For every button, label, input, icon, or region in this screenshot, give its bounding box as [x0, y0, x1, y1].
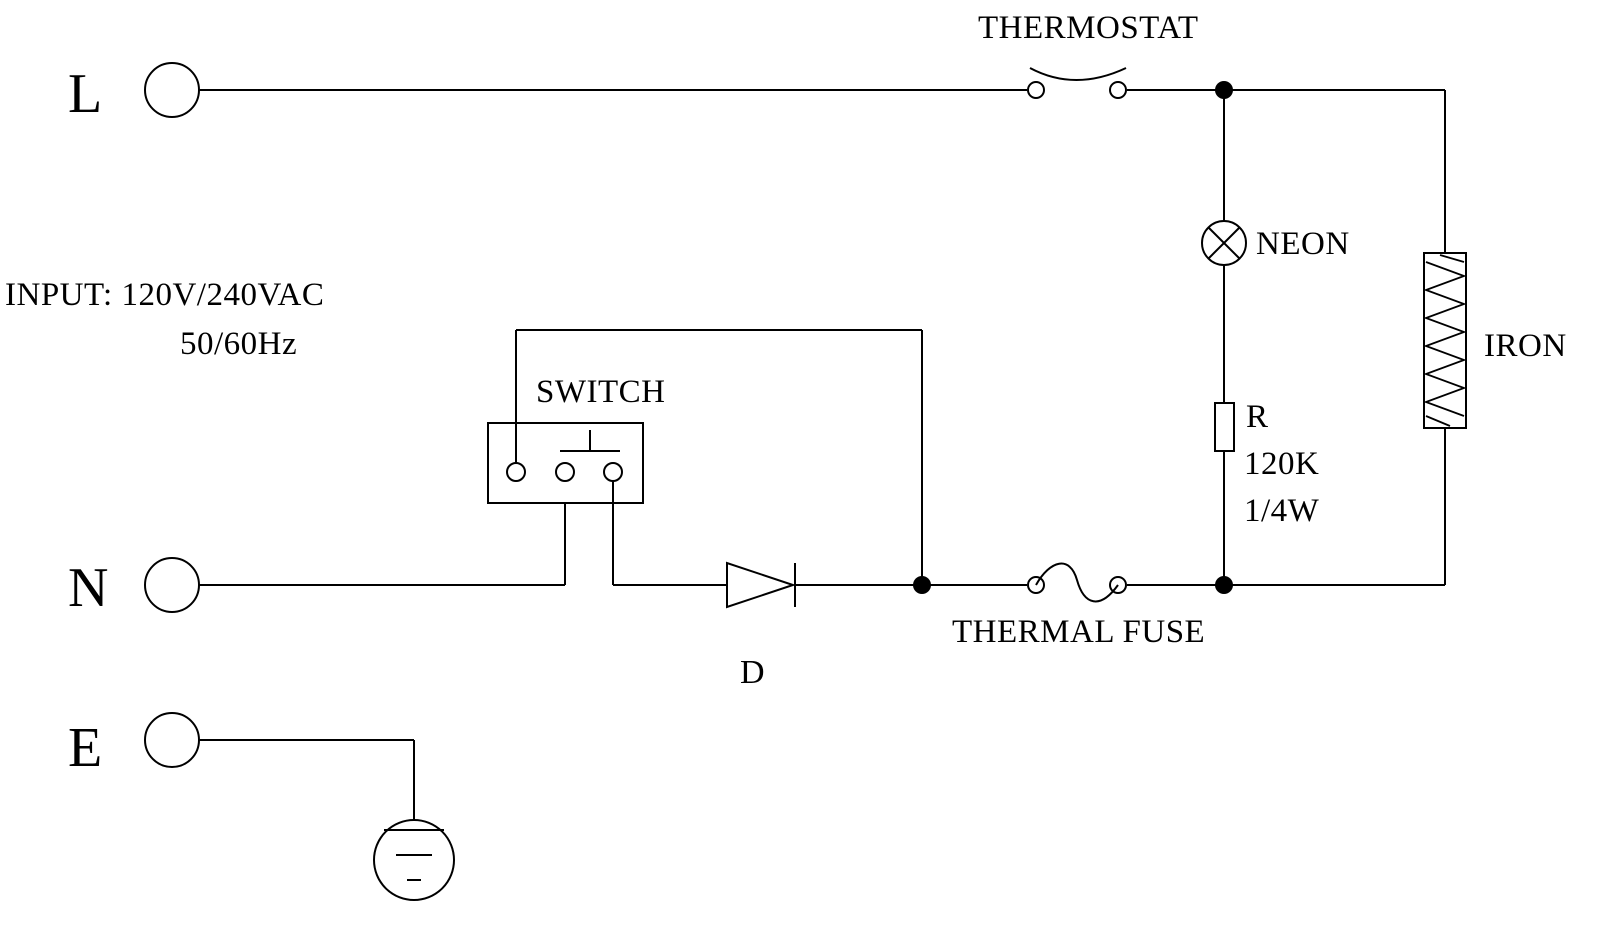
earth-wire: [199, 740, 414, 820]
iron-label: IRON: [1484, 328, 1567, 364]
terminal-label-n: N: [68, 557, 108, 619]
neon-lamp-symbol: [1202, 221, 1246, 265]
switch-diode-wire: [613, 481, 922, 585]
resistor-value-label: 120K: [1244, 446, 1319, 482]
thermostat-label: THERMOSTAT: [978, 10, 1199, 46]
thermostat-symbol: [1028, 68, 1126, 98]
switch-label: SWITCH: [536, 374, 666, 410]
diode-label: D: [740, 654, 765, 691]
resistor-name-label: R: [1246, 399, 1269, 435]
terminal-label-e: E: [68, 717, 102, 779]
input-voltage-label: INPUT: 120V/240VAC: [5, 277, 324, 313]
diode-symbol: [727, 563, 795, 607]
thermal-fuse-symbol: [1028, 564, 1126, 602]
terminal-label-l: L: [68, 63, 102, 125]
ground-icon: [374, 820, 454, 900]
resistor-power-label: 1/4W: [1244, 493, 1320, 529]
terminal-n: [145, 558, 199, 612]
terminal-e: [145, 713, 199, 767]
iron-heating-element: [1424, 253, 1466, 428]
terminal-l: [145, 63, 199, 117]
input-frequency-label: 50/60Hz: [180, 326, 297, 362]
resistor-symbol: [1215, 403, 1234, 451]
neon-label: NEON: [1256, 226, 1350, 262]
thermal-fuse-label: THERMAL FUSE: [952, 614, 1205, 650]
